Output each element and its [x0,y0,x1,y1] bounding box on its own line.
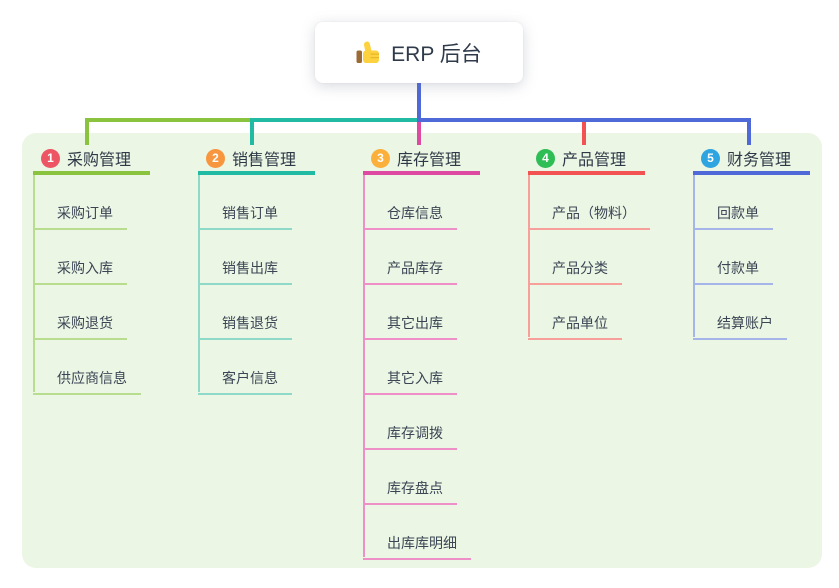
branch-finance: 5 财务管理 回款单 付款单 结算账户 [693,145,839,340]
branch-children: 采购订单 采购入库 采购退货 供应商信息 [33,175,193,395]
mindmap-node[interactable]: 产品分类 [528,258,622,285]
branch-title: 销售管理 [232,152,297,169]
drop-line-finance [747,118,751,145]
mindmap-node[interactable]: 产品库存 [363,258,457,285]
branch-title: 产品管理 [562,152,627,169]
drop-line-product [582,122,586,145]
mindmap-node[interactable]: 付款单 [693,258,773,285]
mindmap-node[interactable]: 出库库明细 [363,533,471,560]
drop-line-purchase [85,118,89,145]
branch-title: 采购管理 [67,152,132,169]
mindmap-node[interactable]: 产品单位 [528,313,622,340]
branch-inventory: 3 库存管理 仓库信息 产品库存 其它出库 其它入库 库存调拨 库存盘点 出库库… [363,145,523,560]
branch-spine-line [363,175,365,557]
child-row: 供应商信息 [33,340,193,395]
child-row: 回款单 [693,175,839,230]
child-row: 采购订单 [33,175,193,230]
mindmap-node[interactable]: 销售退货 [198,313,292,340]
mindmap-node[interactable]: 其它出库 [363,313,457,340]
child-row: 付款单 [693,230,839,285]
branch-title: 库存管理 [397,152,462,169]
branch-number-badge: 4 [536,148,555,168]
child-row: 产品分类 [528,230,688,285]
child-row: 产品单位 [528,285,688,340]
branch-header-sales[interactable]: 2 销售管理 [198,145,315,175]
child-row: 库存盘点 [363,450,523,505]
child-row: 结算账户 [693,285,839,340]
child-row: 其它出库 [363,285,523,340]
mindmap-node[interactable]: 客户信息 [198,368,292,395]
child-row: 采购退货 [33,285,193,340]
mindmap-node[interactable]: 产品（物料） [528,203,650,230]
branch-spine-line [693,175,695,337]
branch-title: 财务管理 [727,152,792,169]
mindmap-node[interactable]: 库存调拨 [363,423,457,450]
mindmap-node[interactable]: 结算账户 [693,313,787,340]
branch-number-badge: 1 [41,148,60,168]
child-row: 客户信息 [198,340,358,395]
child-row: 仓库信息 [363,175,523,230]
child-row: 销售退货 [198,285,358,340]
drop-line-inventory [417,122,421,145]
branch-header-product[interactable]: 4 产品管理 [528,145,645,175]
mindmap-node[interactable]: 采购退货 [33,313,127,340]
mindmap-node[interactable]: 销售出库 [198,258,292,285]
drop-line-sales [250,118,254,145]
child-row: 其它入库 [363,340,523,395]
branch-sales: 2 销售管理 销售订单 销售出库 销售退货 客户信息 [198,145,358,395]
child-row: 产品库存 [363,230,523,285]
bus-line-green [85,118,252,122]
branch-number-badge: 5 [701,148,720,168]
child-row: 采购入库 [33,230,193,285]
root-connector [417,83,421,122]
branch-children: 产品（物料） 产品分类 产品单位 [528,175,688,340]
branch-spine-line [528,175,530,337]
mindmap-node[interactable]: 销售订单 [198,203,292,230]
branches-panel [22,133,822,568]
mindmap-node[interactable]: 采购订单 [33,203,127,230]
child-row: 库存调拨 [363,395,523,450]
child-row: 出库库明细 [363,505,523,560]
mindmap-node[interactable]: 采购入库 [33,258,127,285]
branch-header-finance[interactable]: 5 财务管理 [693,145,810,175]
branch-number-badge: 2 [206,148,225,168]
bus-line-teal [250,118,419,122]
child-row: 销售订单 [198,175,358,230]
mindmap-node[interactable]: 供应商信息 [33,368,141,395]
branch-header-purchase[interactable]: 1 采购管理 [33,145,150,175]
branch-children: 回款单 付款单 结算账户 [693,175,839,340]
thumbs-up-icon [356,41,381,64]
mindmap-node[interactable]: 回款单 [693,203,773,230]
mindmap-node[interactable]: 库存盘点 [363,478,457,505]
branch-purchase: 1 采购管理 采购订单 采购入库 采购退货 供应商信息 [33,145,193,395]
mindmap-node[interactable]: 其它入库 [363,368,457,395]
mindmap-node[interactable]: 仓库信息 [363,203,457,230]
branch-header-inventory[interactable]: 3 库存管理 [363,145,480,175]
branch-product: 4 产品管理 产品（物料） 产品分类 产品单位 [528,145,688,340]
branch-children: 仓库信息 产品库存 其它出库 其它入库 库存调拨 库存盘点 出库库明细 [363,175,523,560]
bus-line-indigo [417,118,751,122]
root-title: ERP 后台 [391,42,482,66]
branch-children: 销售订单 销售出库 销售退货 客户信息 [198,175,358,395]
branch-number-badge: 3 [371,148,390,168]
child-row: 销售出库 [198,230,358,285]
root-node[interactable]: ERP 后台 [315,22,523,83]
child-row: 产品（物料） [528,175,688,230]
